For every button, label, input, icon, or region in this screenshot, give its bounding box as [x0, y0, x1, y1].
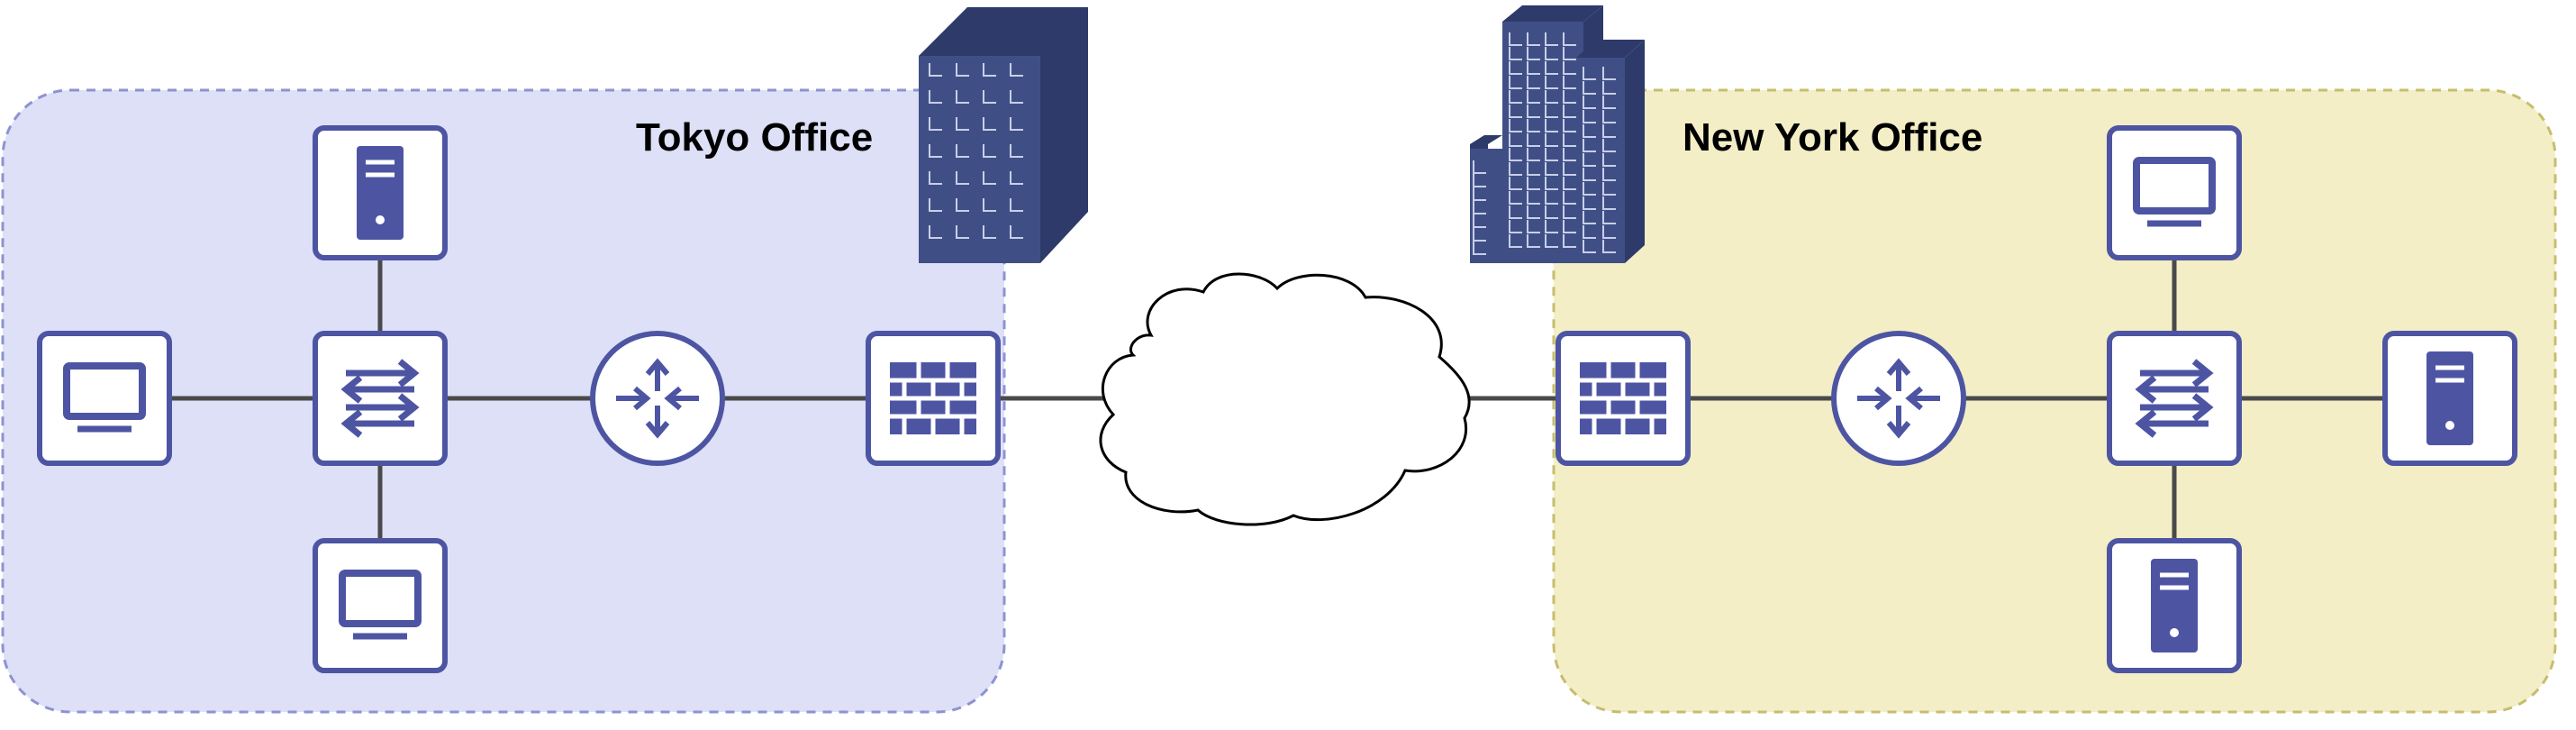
- tokyo-server-node: [313, 125, 448, 260]
- tokyo-office-zone: [1, 88, 1006, 714]
- ny-firewall-node: [1556, 331, 1691, 466]
- office-building-icon: [919, 7, 1088, 263]
- skyscraper-cluster-icon: [1470, 5, 1645, 263]
- tokyo-router-node: [590, 331, 725, 466]
- tokyo-firewall-node: [866, 331, 1001, 466]
- switch-icon: [2135, 359, 2214, 438]
- firewall-icon: [890, 362, 976, 434]
- server-icon: [2426, 351, 2473, 445]
- internet-cloud-icon: [1099, 272, 1471, 526]
- ny-workstation-top-node: [2107, 125, 2242, 260]
- ny-server-right-node: [2382, 331, 2517, 466]
- new-york-office-zone: [1552, 88, 2557, 714]
- server-icon: [2151, 559, 2198, 652]
- ny-switch-node: [2107, 331, 2242, 466]
- tokyo-workstation-left-node: [37, 331, 172, 466]
- workstation-icon: [339, 570, 422, 640]
- workstation-icon: [2133, 157, 2216, 227]
- tokyo-office-label: Tokyo Office: [636, 115, 874, 160]
- router-icon: [616, 358, 699, 439]
- firewall-icon: [1580, 362, 1666, 434]
- switch-icon: [340, 359, 420, 438]
- router-icon: [1857, 358, 1940, 439]
- new-york-office-label: New York Office: [1683, 115, 1983, 160]
- server-icon: [357, 146, 404, 240]
- tokyo-workstation-bottom-node: [313, 538, 448, 673]
- tokyo-switch-node: [313, 331, 448, 466]
- ny-router-node: [1831, 331, 1966, 466]
- ny-server-bottom-node: [2107, 538, 2242, 673]
- workstation-icon: [63, 362, 146, 433]
